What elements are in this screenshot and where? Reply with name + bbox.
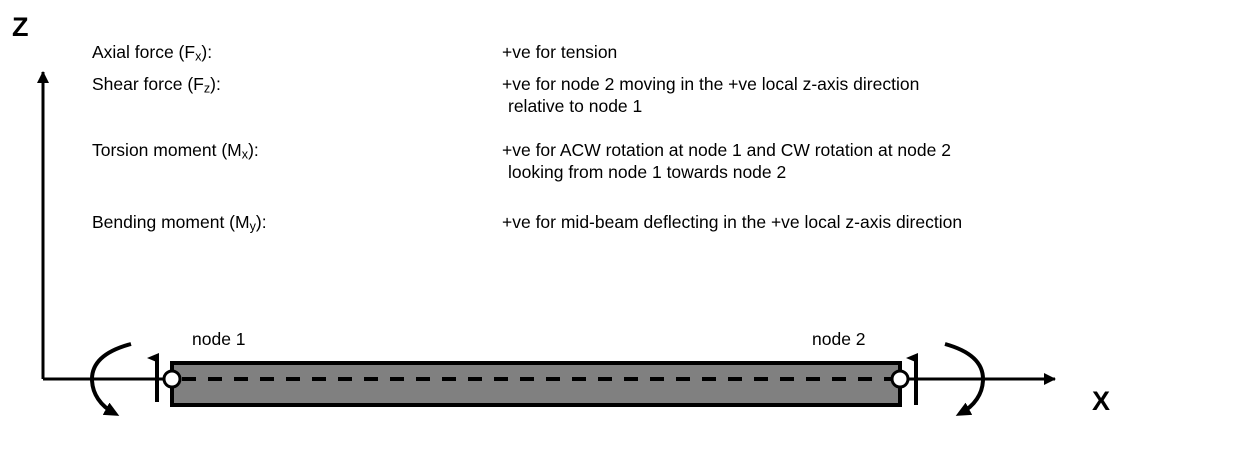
x-axis-label: X	[1092, 386, 1111, 416]
node-1-moment-arc	[89, 342, 132, 416]
term-text: Torsion moment (M	[92, 140, 242, 160]
term-text: Shear force (F	[92, 74, 204, 94]
term-text: Axial force (F	[92, 42, 196, 62]
beam-body	[170, 361, 902, 407]
node-2-label: node 2	[812, 329, 866, 349]
convention-desc-torsion-moment: +ve for ACW rotation at node 1 and CW ro…	[502, 140, 951, 160]
term-subscript: y	[249, 219, 256, 234]
convention-desc-torsion-moment-cont: looking from node 1 towards node 2	[508, 162, 787, 182]
z-axis-label: Z	[12, 12, 29, 42]
convention-term-shear-force: Shear force (Fz):	[92, 74, 221, 96]
term-text: Bending moment (M	[92, 212, 250, 232]
term-subscript: z	[203, 81, 211, 96]
term-tail: ):	[201, 42, 213, 62]
term-subscript: x	[241, 147, 249, 162]
convention-term-torsion-moment: Torsion moment (Mx):	[92, 140, 259, 162]
term-tail: ):	[210, 74, 221, 94]
convention-desc-shear-force-cont: relative to node 1	[508, 96, 643, 116]
beam-rectangle	[170, 361, 902, 407]
node-2-moment-arc	[944, 342, 986, 416]
convention-desc-bending-moment: +ve for mid-beam deflecting in the +ve l…	[502, 212, 963, 232]
node-1-marker	[162, 369, 182, 389]
term-tail: ):	[248, 140, 259, 160]
term-subscript: x	[195, 49, 202, 64]
convention-desc-axial-force: +ve for tension	[502, 42, 618, 62]
convention-desc-shear-force: +ve for node 2 moving in the +ve local z…	[502, 74, 920, 94]
term-tail: ):	[255, 212, 267, 232]
node-2-marker	[890, 369, 910, 389]
convention-term-bending-moment: Bending moment (My):	[92, 212, 267, 234]
node-1-label: node 1	[192, 329, 246, 349]
convention-term-axial-force: Axial force (Fx):	[92, 42, 213, 64]
